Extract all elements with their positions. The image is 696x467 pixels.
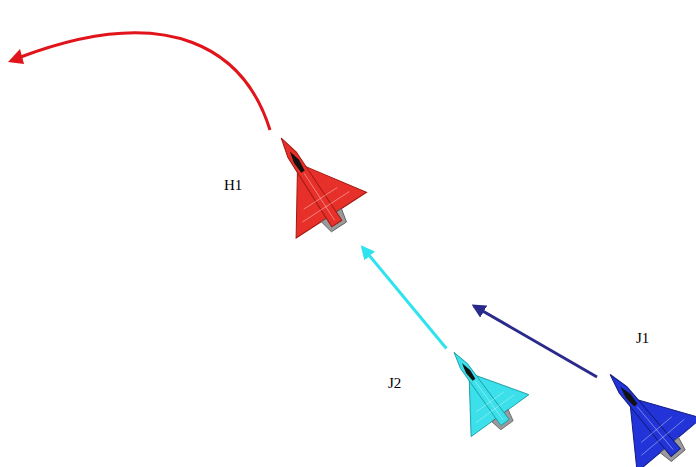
jet-icon bbox=[445, 350, 525, 440]
aircraft-label: H1 bbox=[224, 177, 242, 194]
jet-icon bbox=[600, 372, 696, 467]
turn-head bbox=[8, 49, 24, 64]
jet-icon bbox=[270, 135, 360, 245]
delta-wing bbox=[262, 140, 366, 238]
aircraft: J2 bbox=[445, 350, 525, 440]
canopy bbox=[287, 150, 305, 173]
delta-wing bbox=[440, 352, 529, 437]
turn-path bbox=[18, 33, 270, 130]
aircraft: J1 bbox=[600, 372, 696, 467]
aircraft-label: J2 bbox=[388, 375, 401, 392]
panel-lines bbox=[616, 389, 695, 467]
heading-arrow bbox=[474, 306, 597, 377]
canopy bbox=[618, 385, 638, 407]
panel-lines bbox=[456, 367, 522, 433]
pursuit-arrow bbox=[363, 247, 447, 348]
panel-lines bbox=[281, 158, 358, 235]
aircraft-label: J1 bbox=[636, 330, 649, 347]
canopy bbox=[460, 362, 476, 382]
aircraft: H1 bbox=[270, 135, 360, 245]
delta-wing bbox=[597, 370, 696, 467]
